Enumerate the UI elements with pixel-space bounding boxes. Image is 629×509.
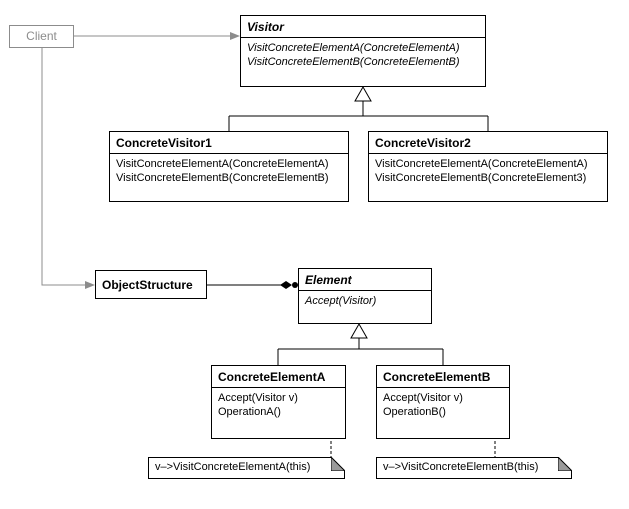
element-inheritance-connector: [277, 322, 444, 365]
element-operation: Accept(Visitor): [305, 295, 377, 307]
visitor-operation: VisitConcreteElementB(ConcreteElementB): [247, 56, 460, 68]
note-fold-icon: [331, 457, 345, 471]
concrete-visitor-2-name: ConcreteVisitor2: [375, 136, 471, 150]
object-structure-class: ObjectStructure: [95, 270, 207, 299]
note-a-text: v–>VisitConcreteElementA(this): [155, 461, 311, 473]
concrete-visitor-1-operation: VisitConcreteElementA(ConcreteElementA): [116, 158, 329, 170]
concrete-visitor-1-operation: VisitConcreteElementB(ConcreteElementB): [116, 172, 329, 184]
note-b-text: v–>VisitConcreteElementB(this): [383, 461, 539, 473]
visitor-operations: VisitConcreteElementA(ConcreteElementA) …: [241, 38, 485, 73]
concrete-element-a-operations: Accept(Visitor v) OperationA(): [212, 388, 345, 423]
note-fold-icon: [558, 457, 572, 471]
client-label: Client: [26, 29, 57, 43]
client-to-visitor-association: [74, 32, 240, 40]
visitor-class-name: Visitor: [247, 20, 284, 34]
concrete-visitor-2-operation: VisitConcreteElementA(ConcreteElementA): [375, 158, 588, 170]
concrete-visitor-2-operation: VisitConcreteElementB(ConcreteElement3): [375, 172, 587, 184]
visitor-inheritance-connector: [228, 85, 489, 131]
concrete-visitor-1-class: ConcreteVisitor1 VisitConcreteElementA(C…: [109, 131, 349, 202]
concrete-visitor-1-operations: VisitConcreteElementA(ConcreteElementA) …: [110, 154, 348, 189]
visitor-operation: VisitConcreteElementA(ConcreteElementA): [247, 42, 460, 54]
client-class: Client: [9, 25, 74, 48]
client-to-objectstructure-association: [41, 48, 95, 289]
concrete-element-b-operation: OperationB(): [383, 406, 446, 418]
concrete-element-a-operation: OperationA(): [218, 406, 281, 418]
concrete-element-b-class: ConcreteElementB Accept(Visitor v) Opera…: [376, 365, 510, 439]
object-structure-name: ObjectStructure: [102, 278, 193, 292]
element-class-name: Element: [305, 273, 352, 287]
concrete-visitor-2-class: ConcreteVisitor2 VisitConcreteElementA(C…: [368, 131, 608, 202]
concrete-element-b-operations: Accept(Visitor v) OperationB(): [377, 388, 509, 423]
objectstructure-to-element-aggregation: [207, 281, 298, 289]
element-operations: Accept(Visitor): [299, 291, 431, 312]
note-b: v–>VisitConcreteElementB(this): [376, 457, 572, 479]
concrete-element-a-name: ConcreteElementA: [218, 370, 326, 384]
concrete-element-b-operation: Accept(Visitor v): [383, 392, 463, 404]
element-class: Element Accept(Visitor): [298, 268, 432, 324]
concrete-visitor-2-operations: VisitConcreteElementA(ConcreteElementA) …: [369, 154, 607, 189]
concrete-element-b-name: ConcreteElementB: [383, 370, 491, 384]
concrete-visitor-1-name: ConcreteVisitor1: [116, 136, 212, 150]
visitor-class: Visitor VisitConcreteElementA(ConcreteEl…: [240, 15, 486, 87]
note-a: v–>VisitConcreteElementA(this): [148, 457, 345, 479]
concrete-element-a-class: ConcreteElementA Accept(Visitor v) Opera…: [211, 365, 346, 439]
concrete-element-a-operation: Accept(Visitor v): [218, 392, 298, 404]
